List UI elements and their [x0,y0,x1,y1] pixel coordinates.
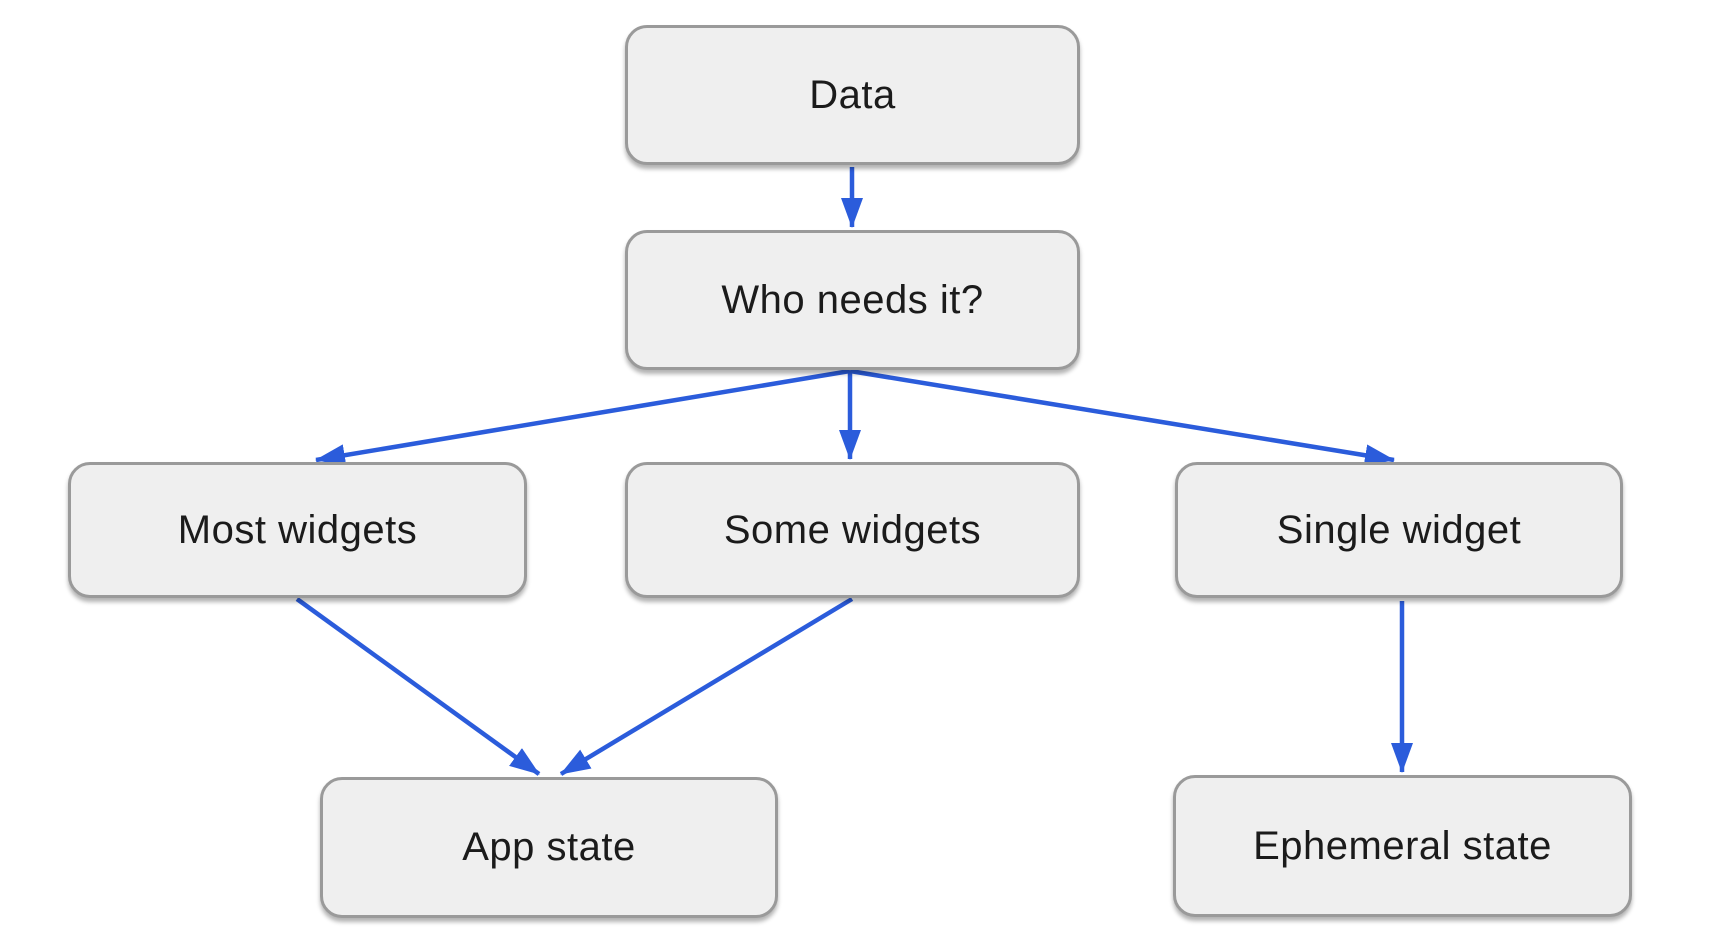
node-single-widget-label: Single widget [1276,507,1522,552]
node-app-state: App state [320,777,778,918]
node-most-widgets-label: Most widgets [177,507,418,552]
node-some-widgets: Some widgets [625,462,1080,598]
edge-most-to-app [295,597,541,776]
node-who-needs-it: Who needs it? [625,230,1080,370]
node-ephemeral-state: Ephemeral state [1173,775,1632,917]
node-app-state-label: App state [462,825,636,869]
node-data-label: Data [809,72,896,117]
edge-who-to-single [849,368,1395,467]
node-ephemeral-state-label: Ephemeral state [1253,823,1552,868]
edge-who-to-most [315,368,851,467]
node-some-widgets-label: Some widgets [723,507,982,552]
edge-some-to-app [559,597,854,776]
node-who-needs-it-label: Who needs it? [721,277,984,322]
node-most-widgets: Most widgets [68,462,527,598]
node-single-widget: Single widget [1175,462,1623,598]
node-data: Data [625,25,1080,165]
